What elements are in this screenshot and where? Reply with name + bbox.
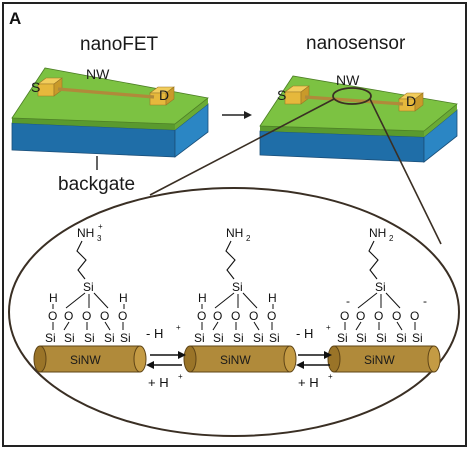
state-3-head-sub: 2 [389, 234, 394, 243]
state-1-head-sup: + [98, 222, 103, 231]
eq2-forward-sup: + [326, 323, 331, 332]
sinw-cylinder-2 [183, 345, 297, 373]
state-2-si-2: Si [213, 331, 224, 345]
state-2-o-3: O [231, 309, 240, 323]
state-3-o-4: O [392, 309, 401, 323]
sinw-label-1: SiNW [70, 353, 101, 367]
state-2-o-2: O [213, 309, 222, 323]
state-1-o-4: O [100, 309, 109, 323]
nanowire-right [304, 95, 404, 106]
state-1-si-3: Si [84, 331, 95, 345]
state-1-si-5: Si [120, 331, 131, 345]
nanosensor-drain-label: D [406, 93, 416, 109]
state-1-si-2: Si [64, 331, 75, 345]
zoom-ellipse [8, 187, 460, 437]
state-3-chain [368, 240, 379, 280]
eq2-backward-arrow [296, 361, 304, 369]
state-1-si-4: Si [104, 331, 115, 345]
state-1: NH 3 + Si H H O O O O O Si Si Si Si Si [45, 222, 131, 345]
state-3-si-top: Si [375, 280, 386, 294]
eq1-backward-label: + H [148, 375, 169, 390]
nanosensor-nw-label: NW [336, 72, 360, 88]
state-3-charge-right: - [423, 294, 427, 308]
eq2-forward-label: - H [296, 326, 313, 341]
state-3-charge-left: - [346, 294, 350, 308]
state-2-head-sub: 2 [246, 234, 251, 243]
eq2-backward-sup: + [328, 372, 333, 381]
nanofet-source-label: S [31, 79, 40, 95]
state-3-o-3: O [374, 309, 383, 323]
zoom-highlight [332, 87, 372, 105]
state-2-chain [225, 240, 236, 280]
transform-arrow [222, 111, 252, 119]
state-1-o-5: O [118, 309, 127, 323]
equilibrium-1: - H + + H + [146, 323, 186, 390]
eq1-backward-sup: + [178, 372, 183, 381]
equilibrium-2: - H + + H + [296, 323, 333, 390]
state-3-si-4: Si [396, 331, 407, 345]
nanowire-left [57, 87, 155, 99]
state-2-h-right: H [268, 291, 277, 305]
state-2-o-5: O [267, 309, 276, 323]
eq2-forward-arrow [324, 351, 332, 359]
state-3-si-5: Si [412, 331, 423, 345]
zoom-line-right [369, 98, 442, 245]
state-3-si-2: Si [356, 331, 367, 345]
eq1-forward-label: - H [146, 326, 163, 341]
sinw-label-3: SiNW [364, 353, 395, 367]
state-1-head-sub: 3 [97, 234, 102, 243]
zoom-line-left [149, 98, 335, 196]
state-2-h-left: H [198, 291, 207, 305]
state-2-si-1: Si [194, 331, 205, 345]
state-1-o-1: O [48, 309, 57, 323]
nanofet-device [11, 67, 209, 158]
nanosensor-device [259, 75, 458, 163]
eq1-forward-arrow [178, 351, 186, 359]
state-1-head: NH [77, 226, 94, 240]
state-1-o-2: O [64, 309, 73, 323]
state-2-si-4: Si [253, 331, 264, 345]
state-3-si-3: Si [376, 331, 387, 345]
state-3-o-2: O [356, 309, 365, 323]
panel-label: A [9, 9, 21, 28]
state-1-h-right: H [119, 291, 128, 305]
state-3: NH 2 Si - - O O O O O Si Si Si Si Si [337, 226, 427, 345]
state-3-o-1: O [340, 309, 349, 323]
sinw-label-2: SiNW [220, 353, 251, 367]
backgate-label: backgate [58, 174, 135, 195]
state-1-si-top: Si [83, 280, 94, 294]
state-1-o-3: O [82, 309, 91, 323]
eq2-backward-label: + H [298, 375, 319, 390]
state-2-o-1: O [197, 309, 206, 323]
state-3-head: NH [369, 226, 386, 240]
state-1-si-1: Si [45, 331, 56, 345]
state-2-si-5: Si [269, 331, 280, 345]
state-2-o-4: O [249, 309, 258, 323]
eq1-backward-arrow [146, 361, 154, 369]
state-2-si-top: Si [232, 280, 243, 294]
state-2-head: NH [226, 226, 243, 240]
nanofet-drain-label: D [159, 87, 169, 103]
nanofet-nw-label: NW [86, 66, 110, 82]
eq1-forward-sup: + [176, 323, 181, 332]
sinw-cylinder-1 [33, 345, 147, 373]
state-2: NH 2 Si H H O O O O O Si Si Si Si Si [194, 226, 280, 345]
sinw-cylinder-3 [327, 345, 441, 373]
state-1-h-left: H [49, 291, 58, 305]
nanosensor-title: nanosensor [306, 33, 406, 54]
nanofet-title: nanoFET [80, 34, 159, 55]
state-3-si-1: Si [337, 331, 348, 345]
nanosensor-source-label: S [277, 87, 286, 103]
state-1-chain [76, 240, 87, 280]
state-2-si-3: Si [233, 331, 244, 345]
state-3-o-5: O [410, 309, 419, 323]
